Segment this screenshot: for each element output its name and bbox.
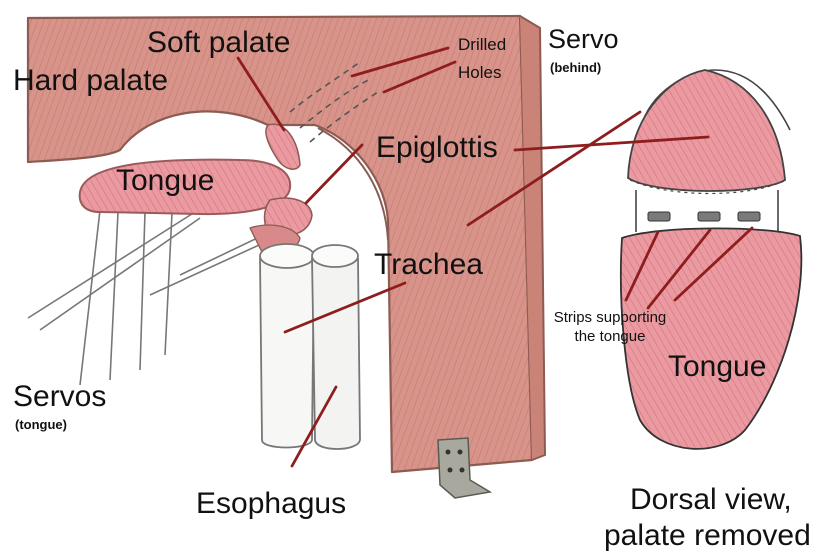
label-servo: Servo: [548, 26, 619, 53]
label-strips: Strips supporting the tongue: [526, 308, 694, 346]
label-drilled: Drilled: [458, 36, 506, 53]
label-epiglottis: Epiglottis: [376, 133, 498, 163]
dorsal-tongue-upper: [628, 70, 785, 191]
soft-palate-shape: [266, 124, 300, 169]
servo-rods: [28, 210, 270, 385]
trachea-esophagus-tubes: [260, 244, 360, 449]
label-esophagus: Esophagus: [196, 489, 346, 519]
label-dorsal-line2: palate removed: [604, 521, 811, 551]
label-strips-line1: Strips supporting: [526, 308, 694, 327]
label-trachea: Trachea: [374, 250, 483, 280]
strip-frame: [636, 190, 778, 232]
label-soft-palate: Soft palate: [147, 28, 290, 58]
label-tongue-side: Tongue: [116, 166, 214, 196]
label-hard-palate: Hard palate: [13, 66, 168, 96]
label-dorsal-line1: Dorsal view,: [630, 485, 792, 515]
label-servo-note: (behind): [550, 61, 601, 74]
label-servos-note: (tongue): [15, 418, 67, 431]
label-tongue-dorsal: Tongue: [668, 352, 766, 382]
label-holes: Holes: [458, 64, 501, 81]
label-servos: Servos: [13, 382, 106, 412]
label-strips-line2: the tongue: [526, 327, 694, 346]
support-strips: [648, 212, 760, 221]
